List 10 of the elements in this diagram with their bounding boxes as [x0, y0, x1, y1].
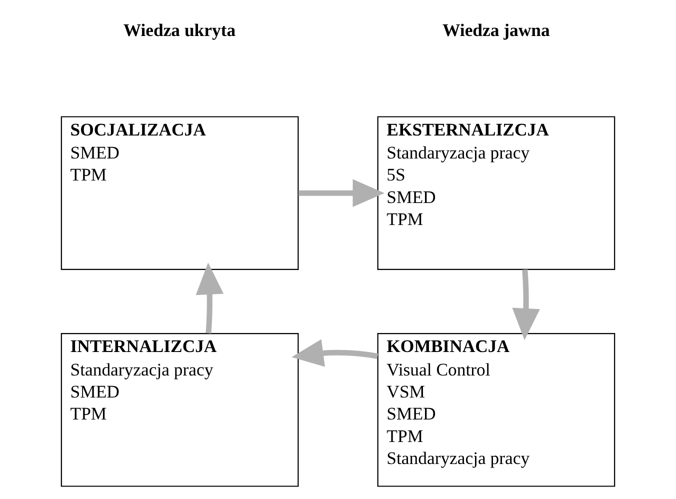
node-box: EKSTERNALIZCJA Standaryzacja pracy 5S SMED TPM	[377, 116, 616, 270]
node-box: KOMBINACJA Visual Control VSM SMED TPM Standaryzacja pracy	[377, 333, 616, 487]
arrow	[196, 262, 224, 334]
node-box: SOCJALIZACJA SMED TPM	[60, 116, 299, 270]
arrow	[292, 339, 378, 367]
label: Wiedza ukryta	[123, 20, 236, 40]
node-box: INTERNALIZCJA Standaryzacja pracy SMED TPM	[60, 333, 299, 487]
arrow	[512, 269, 540, 340]
arrow	[298, 179, 385, 207]
label: Wiedza jawna	[442, 20, 550, 40]
